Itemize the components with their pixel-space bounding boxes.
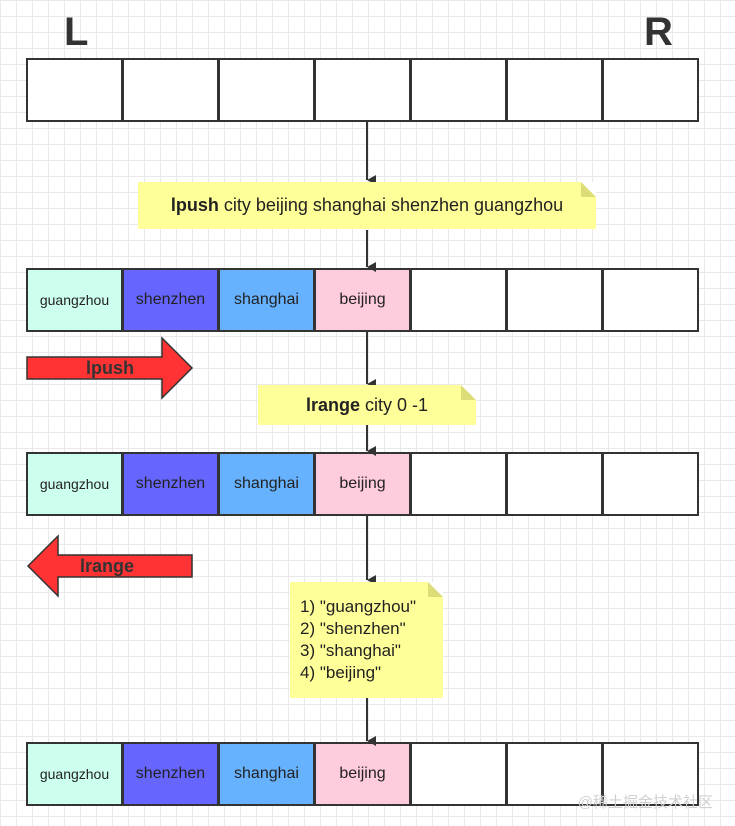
list-cell: [26, 58, 123, 122]
result-item: 1) "guangzhou": [300, 597, 417, 616]
list-cell-shenzhen: shenzhen: [122, 742, 219, 806]
list-cell-shenzhen: shenzhen: [122, 268, 219, 332]
lrange-arrow-label: lrange: [80, 556, 135, 576]
lrange-command-note: lrange city 0 -1: [258, 385, 476, 425]
lrange-result-note: 1) "guangzhou" 2) "shenzhen" 3) "shangha…: [290, 582, 443, 698]
list-cell-guangzhou: guangzhou: [26, 268, 123, 332]
list-row-lrange: guangzhou shenzhen shanghai beijing: [26, 452, 707, 516]
label-left: L: [64, 10, 89, 54]
note-fold-corner: [428, 582, 443, 597]
note-fold-corner: [461, 385, 476, 400]
watermark: @稀土掘金技术社区: [577, 794, 713, 811]
list-cell: [602, 268, 699, 332]
list-cell-shenzhen: shenzhen: [122, 452, 219, 516]
list-cell: [122, 58, 219, 122]
lrange-keyword: lrange: [305, 394, 360, 415]
note-fold-corner: [581, 182, 596, 197]
lpush-arrow-label: lpush: [86, 358, 134, 378]
result-item: 3) "shanghai": [300, 641, 401, 660]
list-cell-guangzhou: guangzhou: [26, 742, 123, 806]
list-cell-shanghai: shanghai: [218, 268, 315, 332]
lrange-args: city 0 -1: [360, 394, 429, 415]
list-cell: [410, 452, 507, 516]
list-cell: [410, 58, 507, 122]
list-cell: [506, 742, 603, 806]
list-cell: [410, 742, 507, 806]
lpush-command-text: lpush city beijing shanghai shenzhen gua…: [171, 195, 563, 216]
list-cell-shanghai: shanghai: [218, 742, 315, 806]
lpush-command-note: lpush city beijing shanghai shenzhen gua…: [138, 182, 596, 229]
result-item: 2) "shenzhen": [300, 619, 406, 638]
list-cell-beijing: beijing: [314, 268, 411, 332]
lpush-keyword: lpush: [170, 195, 219, 215]
list-cell: [602, 742, 699, 806]
list-row-final: guangzhou shenzhen shanghai beijing: [26, 742, 707, 806]
list-row-after-lpush: guangzhou shenzhen shanghai beijing: [26, 268, 707, 332]
list-cell: [410, 268, 507, 332]
list-cell: [602, 58, 699, 122]
list-cell-beijing: beijing: [314, 452, 411, 516]
list-cell: [218, 58, 315, 122]
list-cell: [602, 452, 699, 516]
lrange-command-text: lrange city 0 -1: [306, 395, 428, 416]
list-cell: [314, 58, 411, 122]
list-cell: [506, 58, 603, 122]
list-cell-guangzhou: guangzhou: [26, 452, 123, 516]
list-cell: [506, 452, 603, 516]
list-cell: [506, 268, 603, 332]
label-right: R: [644, 10, 673, 54]
list-row-empty: [26, 58, 707, 122]
list-cell-beijing: beijing: [314, 742, 411, 806]
list-cell-shanghai: shanghai: [218, 452, 315, 516]
lpush-args: city beijing shanghai shenzhen guangzhou: [218, 195, 564, 215]
result-item: 4) "beijing": [300, 663, 382, 682]
